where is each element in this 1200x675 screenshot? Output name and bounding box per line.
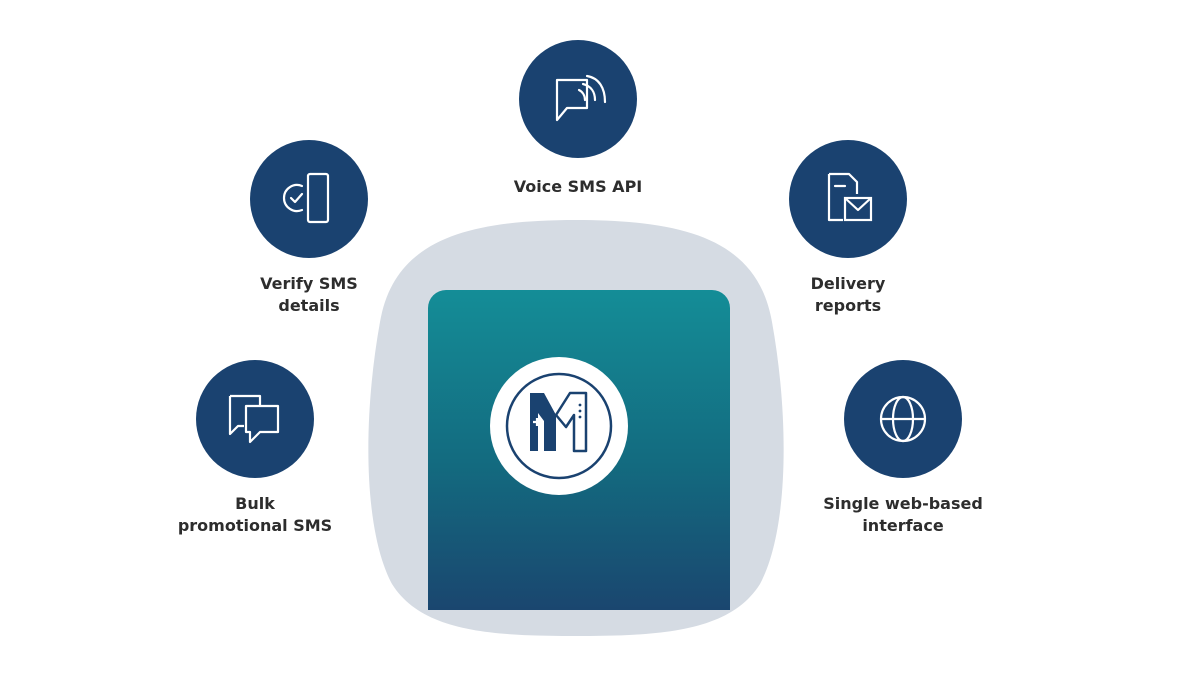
center-logo-circle xyxy=(490,357,628,495)
verify-sms-label: Verify SMS details xyxy=(260,274,358,315)
globe-icon xyxy=(868,384,938,454)
web-interface-label: Single web-based interface xyxy=(823,494,983,535)
bulk-sms-label: Bulk promotional SMS xyxy=(177,494,333,535)
chat-bubbles-icon xyxy=(220,384,290,454)
delivery-reports-node xyxy=(789,140,907,258)
bulk-sms-node xyxy=(196,360,314,478)
m1-logo-icon xyxy=(504,371,614,481)
voice-sms-label: Voice SMS API xyxy=(513,177,643,196)
delivery-report-icon xyxy=(813,164,883,234)
verify-sms-node xyxy=(250,140,368,258)
verify-phone-icon xyxy=(274,164,344,234)
voice-sms-node xyxy=(519,40,637,158)
voice-message-icon xyxy=(543,64,613,134)
delivery-reports-label: Delivery reports xyxy=(810,274,886,315)
web-interface-node xyxy=(844,360,962,478)
